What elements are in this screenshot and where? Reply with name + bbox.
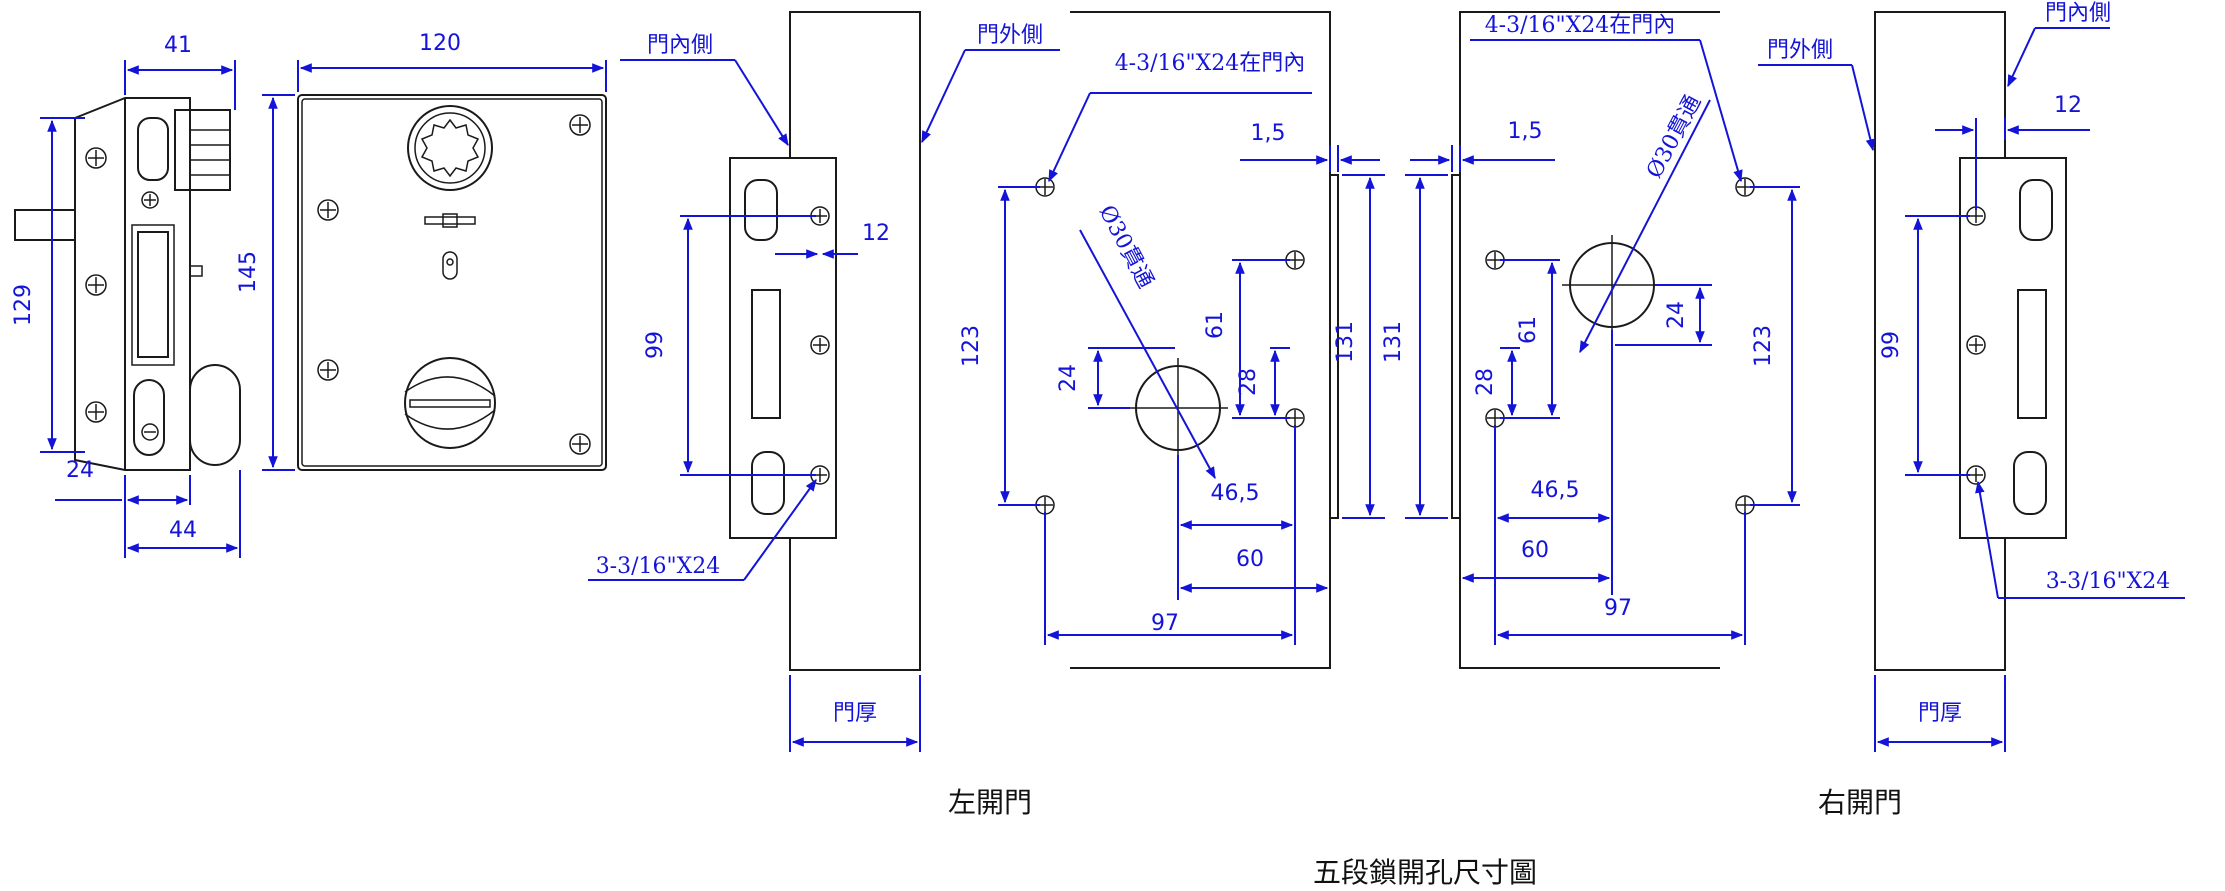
thumb-turn-side — [189, 364, 241, 466]
lock-case-front — [297, 94, 607, 471]
left-upper-slot — [744, 179, 778, 241]
left-dim-131: 131 — [1333, 321, 1358, 363]
right-dim-97: 97 — [1604, 596, 1632, 621]
right-latch-slot — [2017, 289, 2047, 419]
right-door-caption: 右開門 — [1818, 786, 1902, 819]
side-screws — [85, 147, 159, 441]
right-dim-46-5: 46,5 — [1531, 478, 1580, 503]
left-inner-side-label: 門內側 — [647, 33, 713, 58]
left-dim-99: 99 — [643, 331, 668, 359]
left-bore-note: Ø30貫通 — [1094, 201, 1158, 292]
left-outer-side-label: 門外側 — [977, 23, 1043, 48]
spindle-hole — [442, 251, 458, 280]
left-holes-note: 4-3/16"X24在門內 — [1115, 51, 1306, 76]
left-face-holes — [1035, 177, 1305, 515]
right-dim-61: 61 — [1516, 316, 1541, 344]
left-dim-28: 28 — [1236, 368, 1261, 396]
thumb-turn-front — [404, 357, 496, 449]
right-thickness-label: 門厚 — [1918, 701, 1962, 726]
dim-41: 41 — [164, 33, 192, 58]
left-dim-97: 97 — [1151, 611, 1179, 636]
lock-side-view: 41 129 24 44 — [11, 33, 241, 558]
left-latch-slot — [751, 289, 781, 419]
right-dim-60: 60 — [1521, 538, 1549, 563]
lock-front-view: 120 145 — [236, 31, 607, 471]
drawing-title: 五段鎖開孔尺寸圖 — [1313, 856, 1537, 889]
dim-145: 145 — [236, 251, 261, 293]
left-roller — [751, 451, 785, 515]
cylinder-front — [407, 105, 493, 191]
cylinder-side — [174, 109, 231, 191]
right-dim-131: 131 — [1381, 321, 1406, 363]
right-holes-note: 4-3/16"X24在門內 — [1485, 13, 1676, 38]
left-door-edge-view: 門內側 門外側 99 12 3-3/16"X24 門厚 — [588, 11, 1060, 752]
left-dim-61: 61 — [1203, 311, 1228, 339]
right-inner-side-label: 門內側 — [2045, 1, 2111, 26]
left-face-outline — [1070, 11, 1331, 669]
latch-slot — [137, 231, 169, 358]
left-thickness-label: 門厚 — [833, 701, 877, 726]
left-dim-46-5: 46,5 — [1211, 481, 1260, 506]
left-screw-note: 3-3/16"X24 — [596, 554, 721, 579]
right-roller — [2013, 451, 2047, 515]
left-dim-60: 60 — [1236, 547, 1264, 572]
left-door-face-view: 4-3/16"X24在門內 Ø30貫通 123 24 61 28 131 1,5… — [959, 11, 1385, 669]
upper-slot — [137, 117, 169, 181]
left-face-plate-edge — [1329, 174, 1339, 519]
dim-120: 120 — [419, 31, 461, 56]
left-edge-screws — [810, 206, 830, 485]
roller-catch — [133, 379, 165, 456]
right-dim-28: 28 — [1473, 368, 1498, 396]
dim-44: 44 — [169, 518, 197, 543]
right-dim-123: 123 — [1751, 325, 1776, 367]
right-door-face-view: 4-3/16"X24在門內 Ø30貫通 1,5 131 61 28 24 123… — [1381, 11, 1800, 669]
right-dim-1-5: 1,5 — [1508, 119, 1543, 144]
right-dim-12: 12 — [2054, 93, 2082, 118]
left-dim-24: 24 — [1056, 364, 1081, 392]
right-screw-note: 3-3/16"X24 — [2046, 569, 2171, 594]
left-dim-12: 12 — [862, 221, 890, 246]
right-dim-24: 24 — [1664, 301, 1689, 329]
right-face-plate-edge — [1451, 174, 1461, 519]
left-door-caption: 左開門 — [948, 786, 1032, 819]
front-screws — [317, 114, 591, 455]
right-dim-99: 99 — [1879, 331, 1904, 359]
left-dim-1-5: 1,5 — [1251, 121, 1286, 146]
dim-24: 24 — [66, 458, 94, 483]
right-door-edge-view: 門內側 門外側 12 99 3-3/16"X24 門厚 — [1758, 1, 2185, 752]
right-upper-slot — [2019, 179, 2053, 241]
key-slot — [424, 216, 476, 225]
dim-129: 129 — [11, 284, 36, 326]
right-outer-side-label: 門外側 — [1767, 38, 1833, 63]
left-dim-123: 123 — [959, 325, 984, 367]
